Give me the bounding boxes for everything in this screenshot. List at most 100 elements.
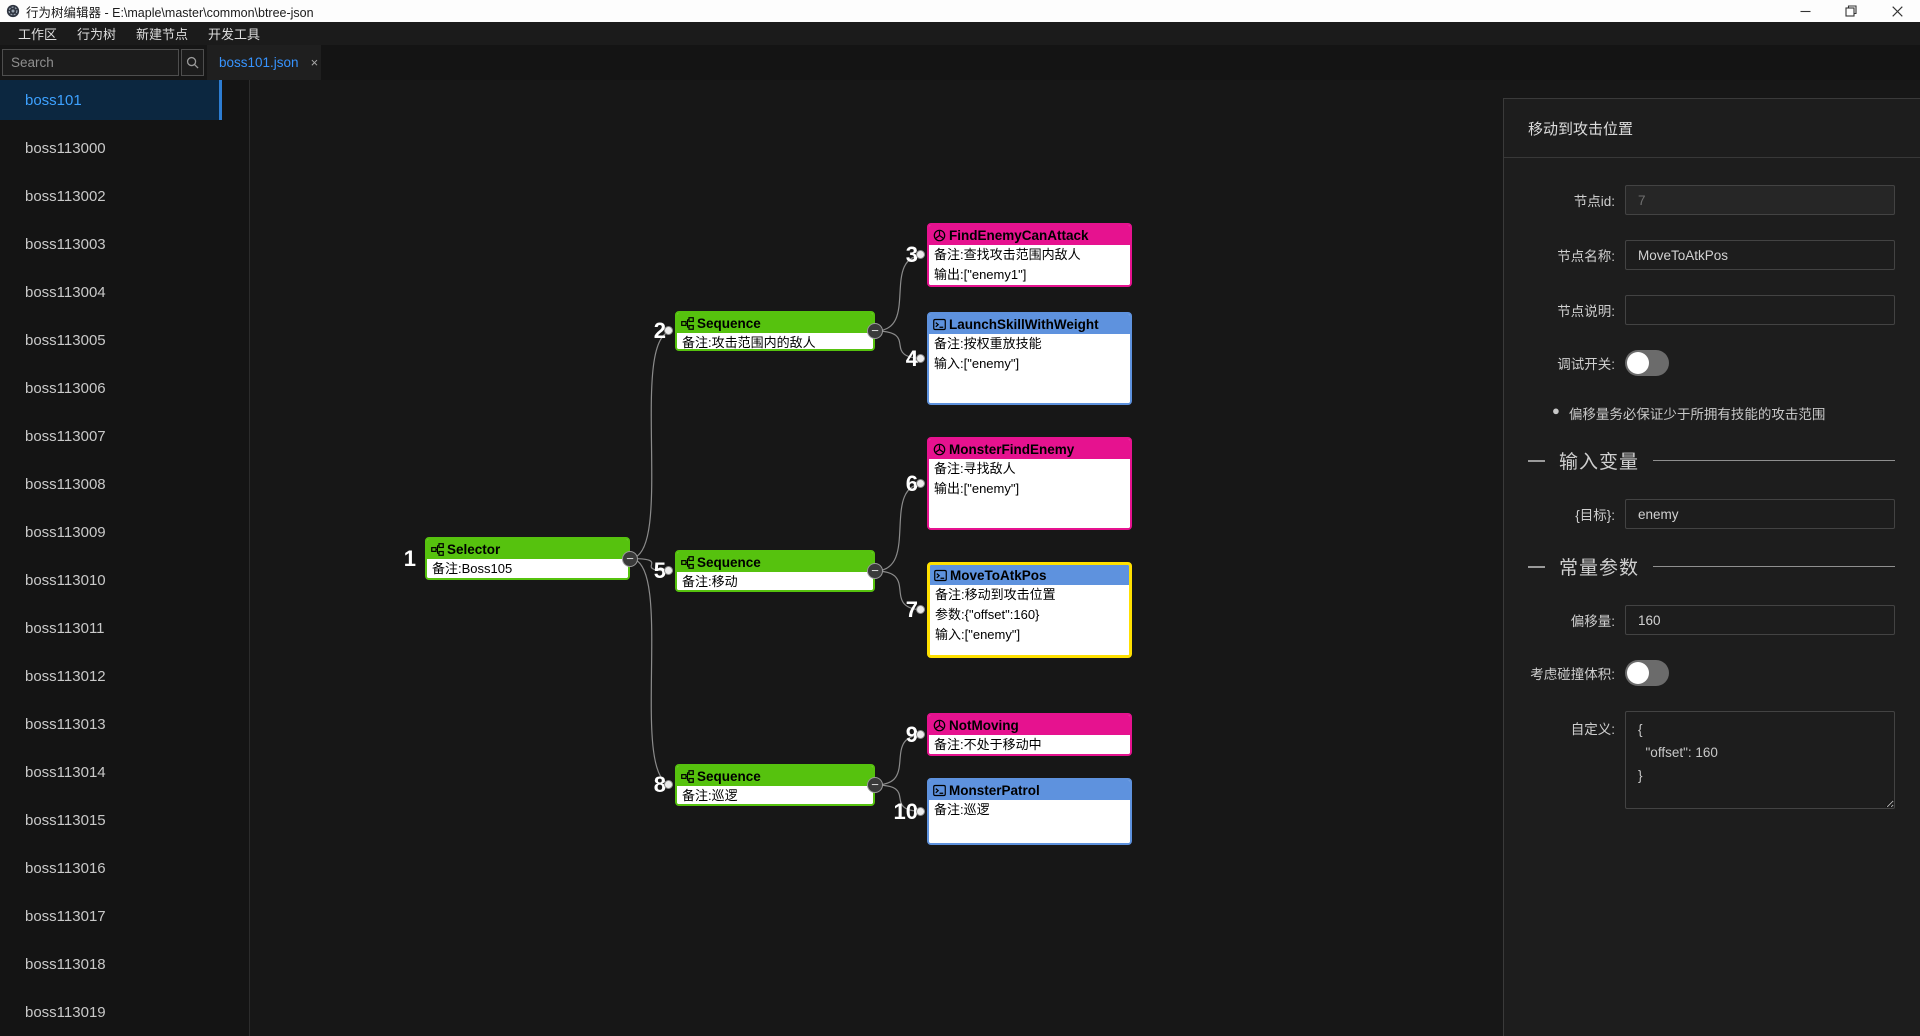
tab-close-icon[interactable]: × — [310, 55, 319, 70]
node-body: 备注:不处于移动中 — [929, 735, 1130, 754]
node-box: MonsterPatrol 备注:巡逻 — [927, 778, 1132, 845]
sidebar-item-boss113007[interactable]: boss113007 — [0, 416, 249, 456]
edge-1-8 — [629, 557, 674, 786]
sidebar-item-boss113016[interactable]: boss113016 — [0, 848, 249, 888]
node-annotation: 输出:["enemy1"] — [934, 267, 1027, 282]
node-annotation: 备注:不处于移动中 — [934, 737, 1042, 752]
window-title: 行为树编辑器 - E:\maple\master\common\btree-js… — [26, 5, 314, 20]
collision-toggle-label: 考虑碰撞体积: — [1530, 667, 1615, 682]
search-input[interactable] — [2, 49, 179, 76]
tab-boss101-json[interactable]: boss101.json × — [207, 45, 321, 80]
debug-toggle-label: 调试开关: — [1557, 357, 1615, 372]
node-desc-input[interactable] — [1625, 295, 1895, 325]
section-input-variables: 输入变量 — [1528, 447, 1895, 474]
node-title: Selector — [447, 541, 501, 557]
offset-input[interactable] — [1625, 605, 1895, 635]
sidebar-item-boss113019[interactable]: boss113019 — [0, 992, 249, 1032]
section-dash — [1528, 459, 1545, 462]
node-body: 备注:攻击范围内的敌人 — [677, 333, 873, 349]
sidebar-item-label: boss113017 — [25, 907, 106, 925]
node-annotation: 备注:移动到攻击位置 — [935, 587, 1056, 602]
node-id-input — [1625, 185, 1895, 215]
sidebar-item-boss113017[interactable]: boss113017 — [0, 896, 249, 936]
collapse-button[interactable]: − — [867, 323, 883, 339]
sidebar-item-boss101[interactable]: boss101 — [0, 80, 222, 120]
node-name-input[interactable] — [1625, 240, 1895, 270]
node-header: NotMoving — [929, 715, 1130, 735]
node-body: 备注:按权重放技能输入:["enemy"] — [929, 334, 1130, 403]
node-header: Selector — [427, 539, 628, 559]
sidebar-item-boss113004[interactable]: boss113004 — [0, 272, 249, 312]
node-title: MonsterPatrol — [949, 782, 1040, 798]
sidebar-item-boss113012[interactable]: boss113012 — [0, 656, 249, 696]
node-annotation: 备注:Boss105 — [432, 561, 513, 576]
minimize-button[interactable] — [1782, 0, 1828, 22]
collision-toggle[interactable] — [1625, 660, 1669, 686]
tab-label: boss101.json — [219, 55, 299, 70]
target-input[interactable] — [1625, 499, 1895, 529]
debug-toggle[interactable] — [1625, 350, 1669, 376]
minimize-icon — [1800, 10, 1810, 12]
menu-new-node[interactable]: 新建节点 — [136, 27, 189, 42]
node-body: 备注:巡逻 — [929, 800, 1130, 843]
menu-dev-tools[interactable]: 开发工具 — [208, 27, 261, 42]
menu-workspace[interactable]: 工作区 — [18, 27, 58, 42]
sidebar-item-label: boss113000 — [25, 139, 106, 157]
sidebar-item-boss113010[interactable]: boss113010 — [0, 560, 249, 600]
close-button[interactable] — [1874, 0, 1920, 22]
node-annotation: 备注:查找攻击范围内敌人 — [934, 247, 1081, 262]
restore-button[interactable] — [1828, 0, 1874, 22]
node-title: Sequence — [697, 768, 761, 784]
sidebar-item-label: boss113003 — [25, 235, 106, 253]
sidebar-item-boss113018[interactable]: boss113018 — [0, 944, 249, 984]
node-header: Sequence — [677, 552, 873, 572]
sidebar-item-boss113005[interactable]: boss113005 — [0, 320, 249, 360]
sidebar-item-label: boss101 — [25, 91, 82, 109]
node-title: MoveToAtkPos — [950, 567, 1047, 583]
sidebar-item-boss113002[interactable]: boss113002 — [0, 176, 249, 216]
custom-json-textarea[interactable]: { "offset": 160 } — [1625, 711, 1895, 809]
toggle-knob — [1627, 662, 1649, 684]
sidebar-item-label: boss113018 — [25, 955, 106, 973]
sidebar-item-boss113008[interactable]: boss113008 — [0, 464, 249, 504]
node-annotation: 备注:巡逻 — [934, 802, 990, 817]
collapse-button[interactable]: − — [867, 563, 883, 579]
sidebar-item-boss113000[interactable]: boss113000 — [0, 128, 249, 168]
offset-note: ● 偏移量务必保证少于所拥有技能的攻击范围 — [1552, 403, 1900, 423]
collapse-button[interactable]: − — [867, 777, 883, 793]
search-icon — [186, 56, 199, 69]
edge-5-7 — [874, 570, 926, 611]
node-order-number: 5 — [653, 558, 666, 583]
node-box: Selector 备注:Boss105 — [425, 537, 630, 580]
sidebar-item-boss113015[interactable]: boss113015 — [0, 800, 249, 840]
sidebar-item-boss113006[interactable]: boss113006 — [0, 368, 249, 408]
search-button[interactable] — [181, 49, 204, 76]
menu-behavior-tree[interactable]: 行为树 — [77, 27, 117, 42]
sidebar-item-boss113011[interactable]: boss113011 — [0, 608, 249, 648]
collapse-button[interactable]: − — [622, 550, 638, 567]
sidebar-item-boss113014[interactable]: boss113014 — [0, 752, 249, 792]
sidebar-item-boss113013[interactable]: boss113013 — [0, 704, 249, 744]
title-bar: 行为树编辑器 - E:\maple\master\common\btree-js… — [0, 0, 1920, 22]
sidebar-item-boss113003[interactable]: boss113003 — [0, 224, 249, 264]
sidebar-item-boss113009[interactable]: boss113009 — [0, 512, 249, 552]
sidebar-item-label: boss113011 — [25, 619, 105, 637]
menu-bar: 工作区 行为树 新建节点 开发工具 — [0, 22, 1920, 45]
composite-icon — [681, 556, 694, 569]
input-socket — [916, 478, 925, 488]
node-desc-label: 节点说明: — [1557, 304, 1615, 319]
